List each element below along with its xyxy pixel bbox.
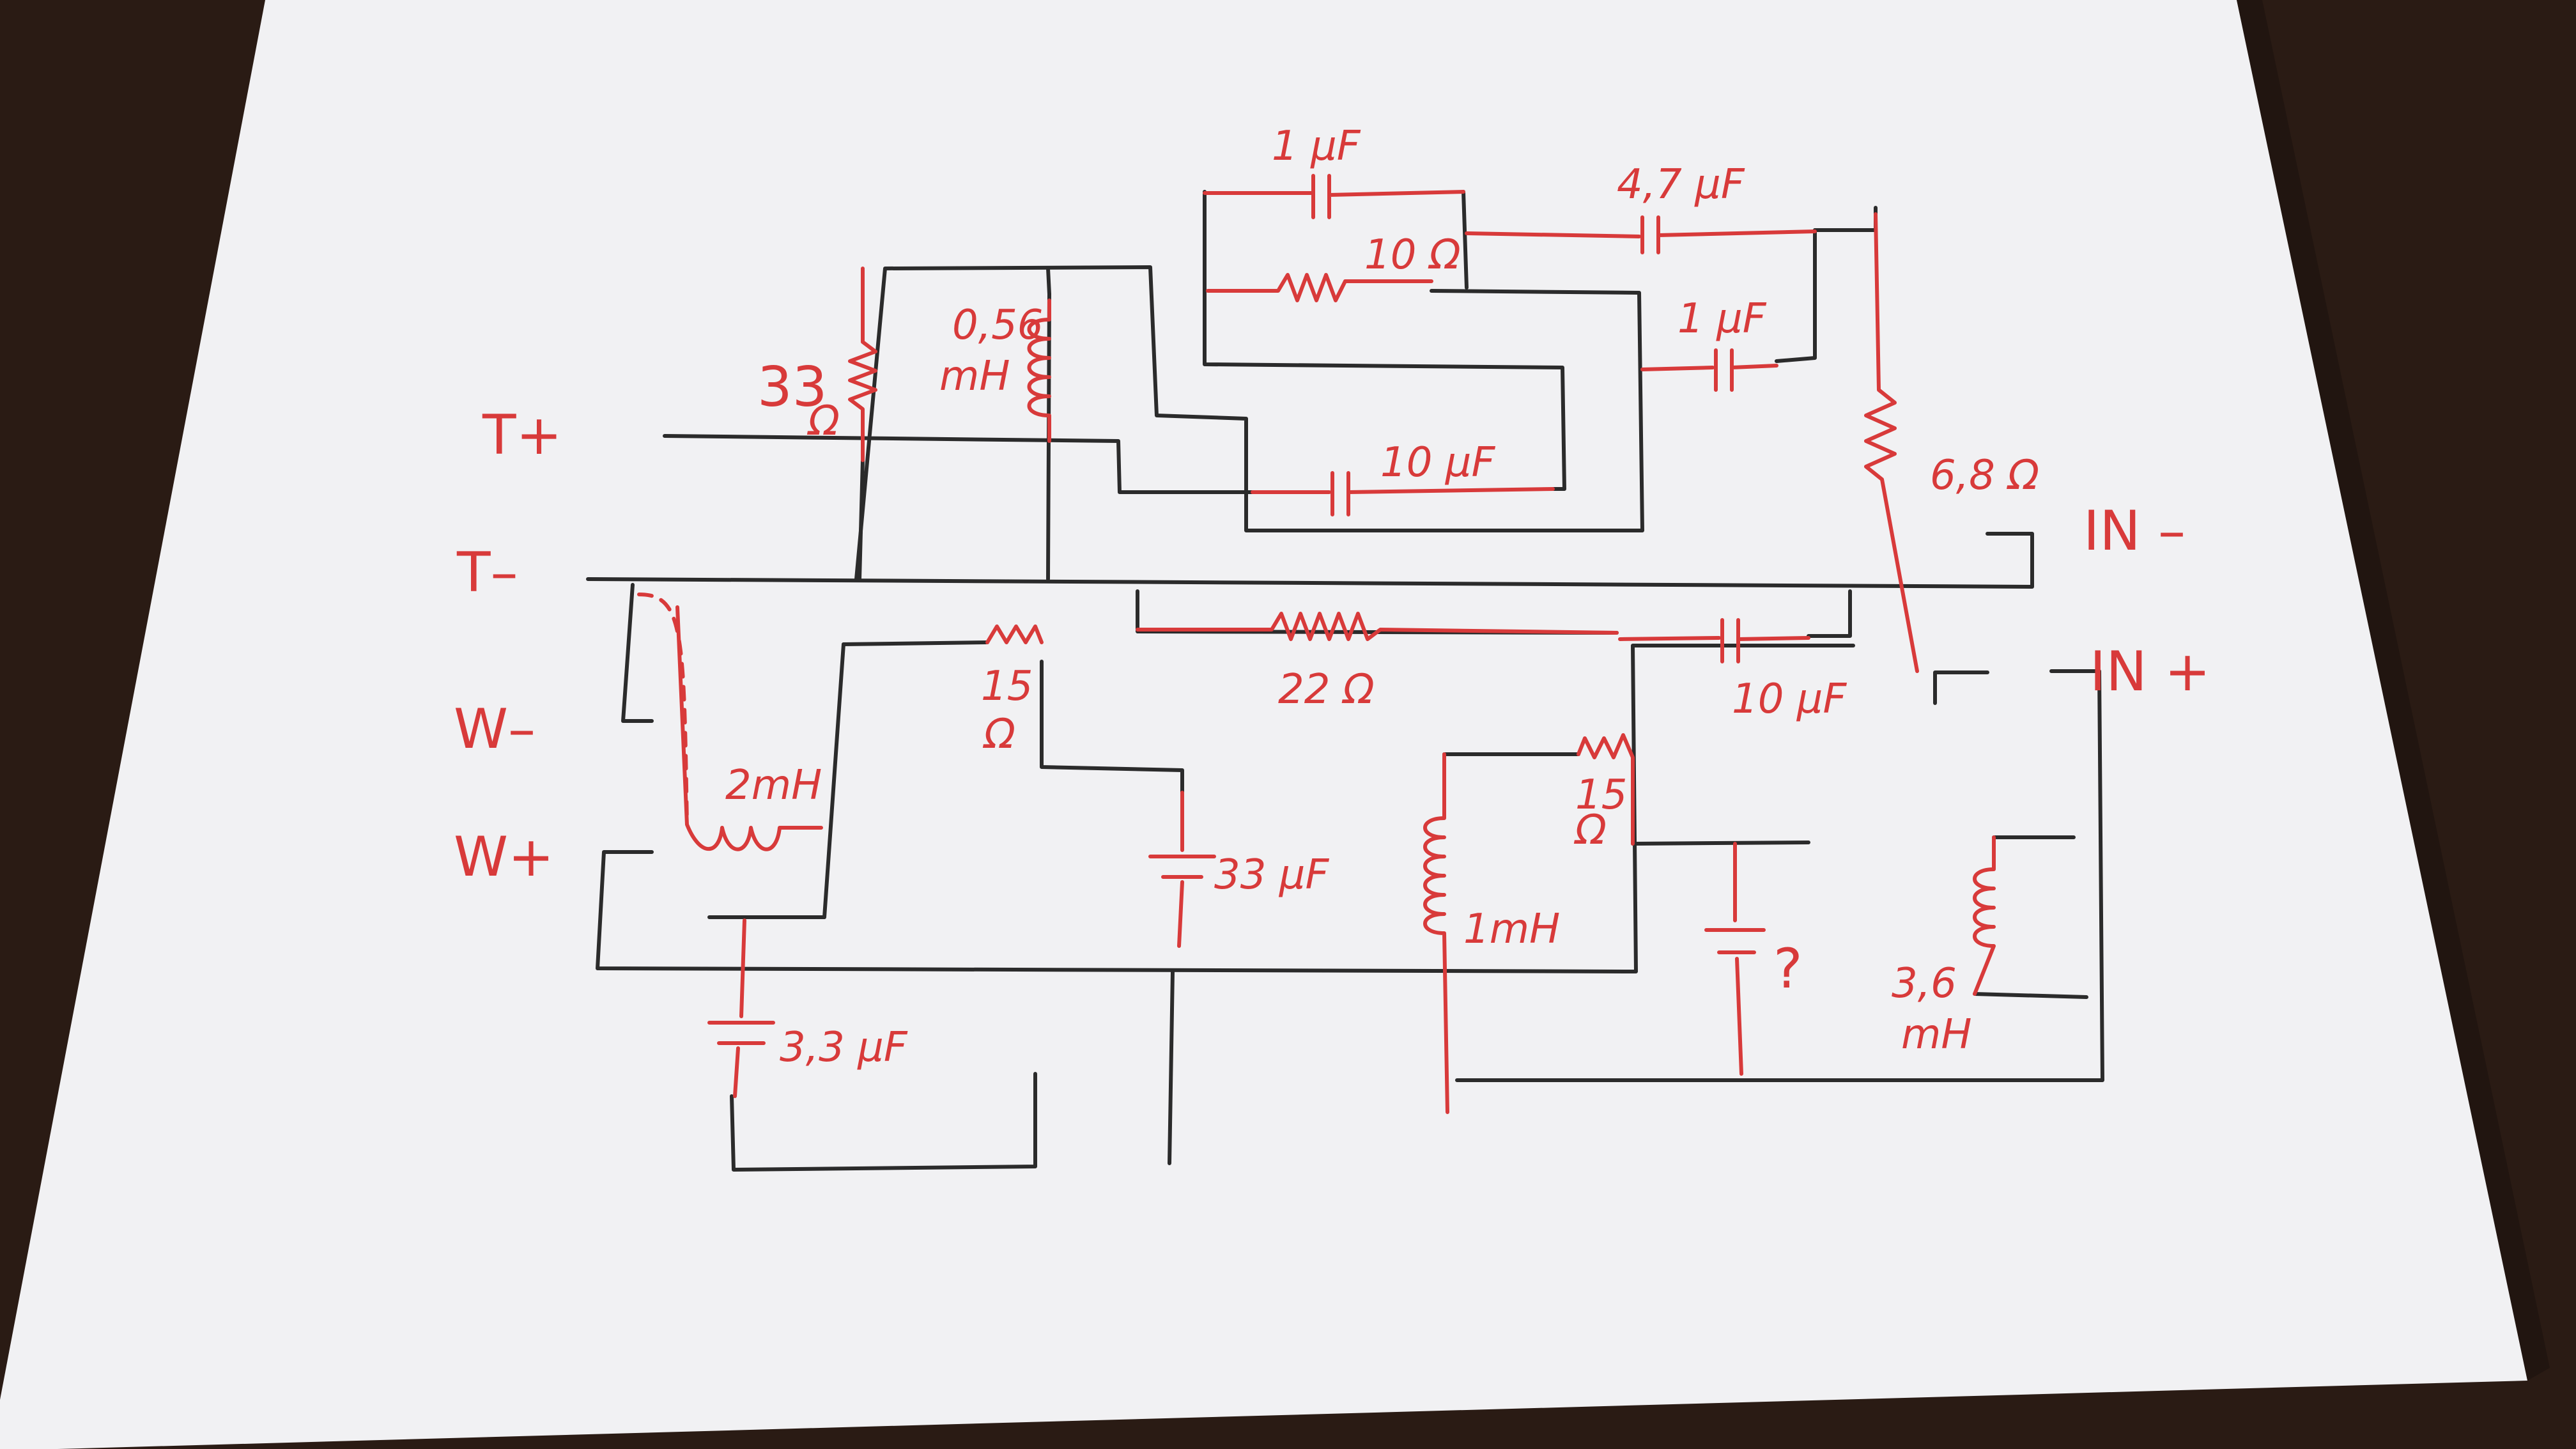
label-r-15-left-value: 15 — [981, 663, 1033, 710]
wire-vertical-mid — [1168, 970, 1175, 1165]
wire-t-plus — [663, 434, 1254, 494]
capacitor-3-3uf — [707, 918, 775, 1098]
wire-15-left — [842, 640, 1184, 794]
label-r-33-value: 33 — [757, 355, 827, 419]
terminal-t-minus-label: T– — [456, 541, 518, 605]
wire-top-right-segment — [1462, 190, 1469, 290]
labels: T+ T– W– W+ IN – IN + 1 μF 4,7 μF 10 Ω 0… — [454, 123, 2210, 1071]
label-l-2mh: 2mH — [725, 762, 822, 809]
resistor-10ohm — [1206, 273, 1433, 302]
label-l-3-6-value: 3,6 — [1892, 960, 1957, 1007]
label-r-6-8: 6,8 Ω — [1930, 452, 2039, 499]
terminal-in-plus-label: IN + — [2090, 640, 2210, 704]
wire-t-minus-bus — [586, 532, 2034, 589]
terminal-t-plus-label: T+ — [482, 403, 562, 467]
wire-3-3-return — [730, 1072, 1037, 1172]
wire-15-right — [1631, 841, 1810, 846]
label-r-22: 22 Ω — [1278, 666, 1375, 713]
label-r-10: 10 Ω — [1364, 231, 1461, 279]
wire-33-drop — [858, 458, 865, 581]
label-c-10uf-bottom: 10 μF — [1732, 676, 1847, 723]
capacitor-4-7uf — [1465, 215, 1817, 254]
capacitor-1uf-mid — [1640, 348, 1778, 392]
wire-top-loop — [1203, 190, 1566, 491]
terminal-in-minus-label: IN – — [2083, 499, 2186, 563]
wire-right-riser — [1775, 228, 1817, 363]
label-r-33-unit: Ω — [806, 398, 840, 445]
label-r-15-right-unit: Ω — [1573, 807, 1607, 854]
label-r-15-right-value: 15 — [1575, 771, 1627, 819]
inductor-2mh — [675, 605, 823, 851]
label-c-4-7uf: 4,7 μF — [1617, 161, 1745, 208]
wire-056-drop — [1046, 267, 1051, 581]
terminal-w-plus-label: W+ — [454, 825, 554, 889]
inductor-0-56mh — [1027, 298, 1051, 443]
resistor-6-8ohm — [1864, 212, 1919, 673]
capacitor-unknown — [1704, 842, 1766, 1076]
label-r-15-left-unit: Ω — [982, 711, 1015, 758]
wire-10uf-bottom — [1807, 589, 1852, 638]
resistor-15ohm-left — [985, 624, 1044, 644]
resistor-33ohm — [848, 267, 877, 462]
label-l-0-56-unit: mH — [939, 353, 1010, 400]
inductor-3-6mh — [1973, 835, 1996, 996]
components — [637, 174, 1996, 1114]
terminal-w-minus-label: W– — [454, 697, 536, 761]
label-c-3-3uf: 3,3 μF — [780, 1024, 908, 1071]
wire-top-left-box — [854, 265, 1644, 581]
capacitor-10uf-bottom — [1618, 618, 1810, 663]
label-c-1uf-top: 1 μF — [1272, 123, 1361, 170]
wire-w-plus-loop — [596, 644, 1855, 973]
inductor-1mh — [1423, 752, 1449, 1114]
wire-w-minus-dashed — [637, 593, 689, 826]
wire-2mh-riser — [707, 642, 845, 919]
wire-36-box — [1973, 835, 2088, 999]
label-l-0-56-value: 0,56 — [952, 302, 1044, 349]
label-c-unknown: ? — [1773, 937, 1803, 1001]
label-l-3-6-unit: mH — [1901, 1011, 1971, 1058]
wire-w-minus-stub — [621, 583, 654, 723]
wire-bottom-run — [1455, 669, 2104, 1082]
label-c-10uf-top: 10 μF — [1380, 439, 1496, 486]
label-l-1mh: 1mH — [1463, 906, 1560, 953]
label-c-1uf-mid: 1 μF — [1677, 295, 1767, 343]
label-c-33uf: 33 μF — [1214, 851, 1330, 899]
paper-shadow — [2237, 0, 2550, 1381]
capacitor-1uf-top — [1203, 174, 1465, 219]
resistor-15ohm-right — [1577, 733, 1635, 846]
resistor-22ohm — [1136, 612, 1619, 641]
capacitor-10uf-top — [1251, 471, 1555, 516]
capacitor-33uf — [1148, 791, 1216, 948]
